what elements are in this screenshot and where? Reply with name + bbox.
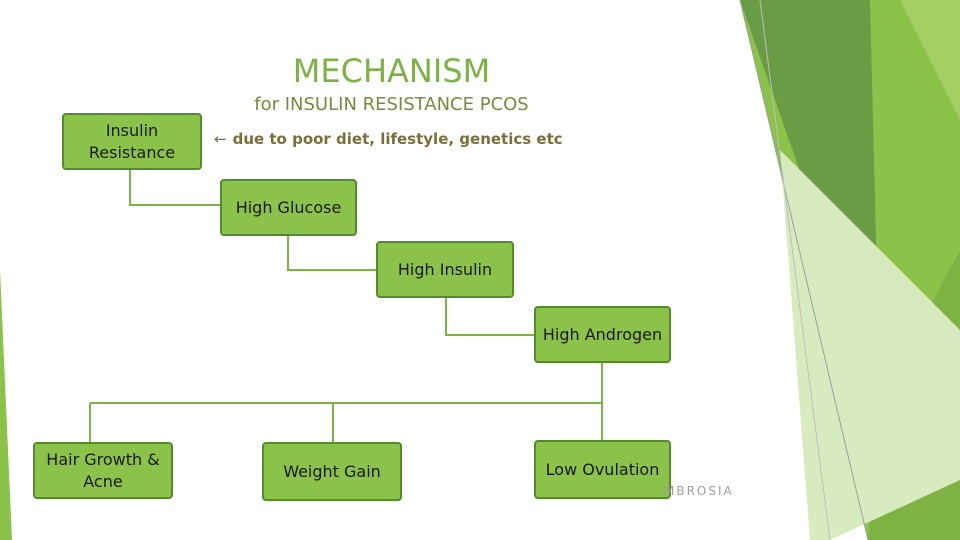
- slide-subtitle: for INSULIN RESISTANCE PCOS: [254, 94, 529, 115]
- connectors: [89, 170, 603, 442]
- cause-note-text: due to poor diet, lifestyle, genetics et…: [232, 130, 563, 148]
- cause-note: ← due to poor diet, lifestyle, genetics e…: [214, 130, 563, 148]
- panel-edge-line-2: [759, 0, 831, 540]
- connector-ir-to-glucose: [129, 170, 220, 206]
- right-top-facet: [900, 0, 960, 120]
- right-light-facet: [780, 150, 960, 540]
- connector-insulin-to-androgen: [445, 298, 534, 336]
- box-high-glucose: High Glucose: [220, 179, 357, 236]
- box-high-androgen: High Androgen: [534, 306, 671, 363]
- slide-title: MECHANISM: [292, 52, 491, 90]
- box-insulin-resistance: Insulin Resistance: [62, 113, 202, 170]
- left-edge-triangle: [0, 270, 12, 540]
- box-hair-growth-acne: Hair Growth & Acne: [33, 442, 173, 499]
- box-high-insulin: High Insulin: [376, 241, 514, 298]
- connector-glucose-to-insulin: [287, 236, 376, 271]
- panel-edge-line: [739, 0, 869, 540]
- brand-watermark: MBROSIA: [664, 484, 734, 498]
- left-arrow-icon: ←: [214, 130, 227, 148]
- box-weight-gain: Weight Gain: [262, 442, 402, 501]
- box-low-ovulation: Low Ovulation: [534, 440, 671, 499]
